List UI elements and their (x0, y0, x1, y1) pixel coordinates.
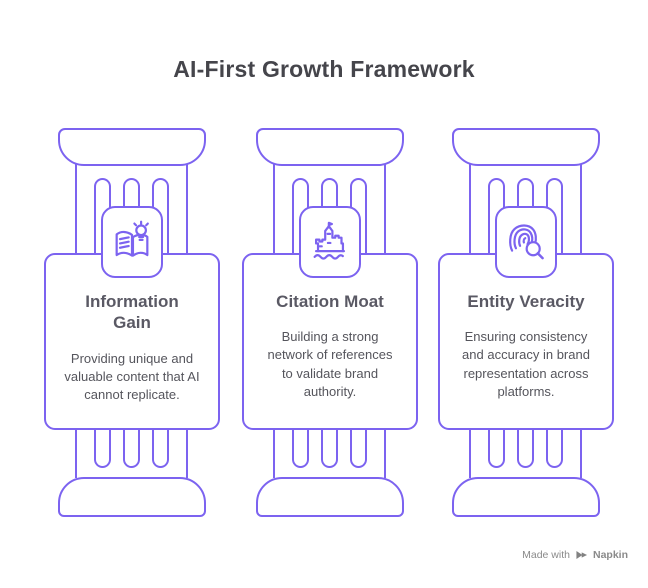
card-citation-moat: Citation Moat Building a strong network … (242, 253, 418, 430)
card-heading: Information Gain (85, 292, 179, 333)
card-body: Ensuring consistency and accuracy in bra… (462, 329, 590, 399)
pillar-flute (292, 428, 309, 468)
diagram-title: AI-First Growth Framework (173, 56, 475, 82)
pillar-flute (546, 428, 563, 468)
pillar-citation-moat: Citation Moat Building a strong network … (232, 128, 428, 518)
pillar-capital (452, 128, 600, 166)
icon-badge (299, 206, 361, 278)
made-with-label: Made with (522, 549, 570, 561)
icon-badge (101, 206, 163, 278)
pillar-capital (58, 128, 206, 166)
pillar-entity-veracity: Entity Veracity Ensuring consistency and… (428, 128, 624, 518)
pillar-flute (321, 428, 338, 468)
castle-moat-icon (313, 221, 345, 260)
pillar-flute (152, 428, 169, 468)
pillar-flute (488, 428, 505, 468)
pillar-base (452, 477, 600, 517)
pillar-base (256, 477, 404, 517)
pillar-flute (123, 428, 140, 468)
pillar-shaft (469, 164, 582, 256)
made-with-napkin-credit: Made with Napkin (522, 549, 628, 561)
napkin-brand-label: Napkin (592, 549, 628, 561)
pillar-shaft (273, 164, 386, 256)
card-heading: Citation Moat (276, 292, 384, 311)
fingerprint-magnifier-icon (509, 224, 544, 260)
pillar-capital (256, 128, 404, 166)
card-body: Providing unique and valuable content th… (64, 350, 200, 402)
pillar-flute (517, 428, 534, 468)
pillar-shaft (75, 164, 188, 256)
pillar-shaft (75, 428, 188, 478)
pillar-information-gain: Information Gain Providing unique and va… (34, 128, 230, 518)
open-book-lightbulb-icon (115, 220, 149, 257)
napkin-logo-icon (576, 551, 588, 559)
card-entity-veracity: Entity Veracity Ensuring consistency and… (438, 253, 614, 430)
pillar-shaft (273, 428, 386, 478)
pillar-shaft (469, 428, 582, 478)
pillar-flute (350, 428, 367, 468)
icon-badge (495, 206, 557, 278)
pillar-flute (94, 428, 111, 468)
pillar-base (58, 477, 206, 517)
card-heading: Entity Veracity (467, 292, 585, 311)
card-body: Building a strong network of references … (267, 329, 393, 399)
card-information-gain: Information Gain Providing unique and va… (44, 253, 220, 430)
